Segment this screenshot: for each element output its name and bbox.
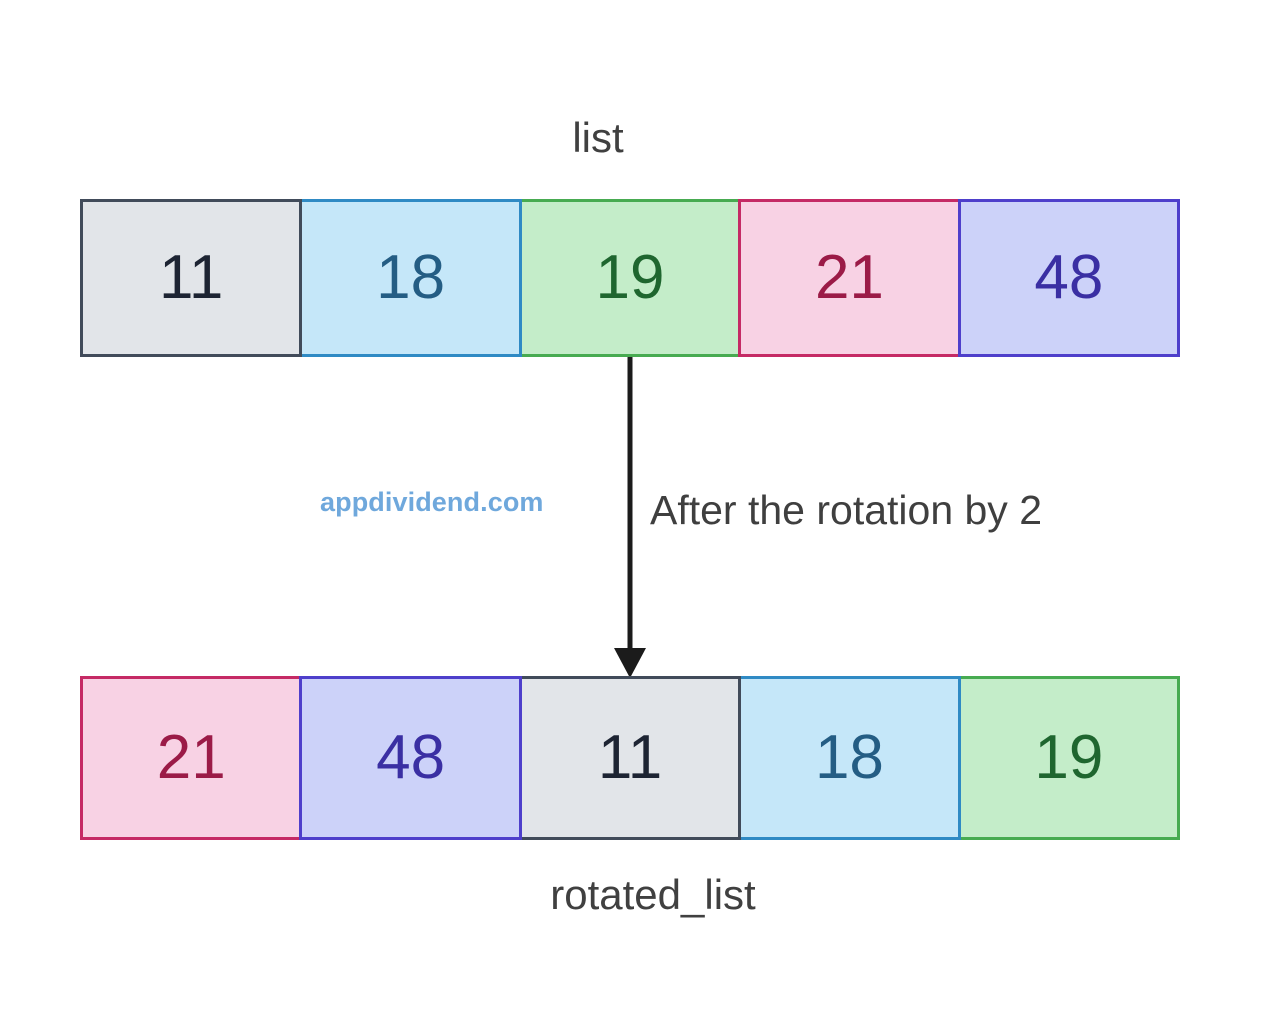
page-title-list: list <box>572 114 624 161</box>
list-cell-1-value: 18 <box>376 243 446 312</box>
list-cell-4-value: 48 <box>1034 243 1104 312</box>
watermark-appdividend: appdividend.com <box>320 487 544 517</box>
rotated-cell-4-value: 19 <box>1034 723 1104 792</box>
rotated-cell-1-value: 48 <box>376 723 446 792</box>
list-cell-4[interactable]: 48 <box>957 199 1181 357</box>
rotated-cell-0-value: 21 <box>156 723 226 792</box>
rotation-annotation: After the rotation by 2 <box>650 487 1043 533</box>
list-cell-3-value: 21 <box>814 243 884 312</box>
list-cell-0-value: 11 <box>159 243 224 312</box>
rotated-cell-2[interactable]: 11 <box>518 676 742 840</box>
list-cell-2-value: 19 <box>595 243 665 312</box>
array-row-list: 11 18 19 21 48 <box>80 199 1181 357</box>
list-cell-2[interactable]: 19 <box>518 199 742 357</box>
list-cell-3[interactable]: 21 <box>738 199 961 357</box>
rotated-cell-3-value: 18 <box>814 723 884 792</box>
rotated-cell-1[interactable]: 48 <box>299 676 522 840</box>
rotated-cell-3[interactable]: 18 <box>738 676 961 840</box>
rotated-cell-4[interactable]: 19 <box>957 676 1181 840</box>
down-arrow-icon <box>614 352 646 678</box>
page-title-rotated-list: rotated_list <box>550 871 756 918</box>
list-cell-1[interactable]: 18 <box>299 199 522 357</box>
array-row-rotated-list: 21 48 11 18 19 <box>80 676 1181 840</box>
rotated-cell-2-value: 11 <box>597 723 663 792</box>
rotated-cell-0[interactable]: 21 <box>80 676 303 840</box>
list-cell-0[interactable]: 11 <box>80 199 303 357</box>
